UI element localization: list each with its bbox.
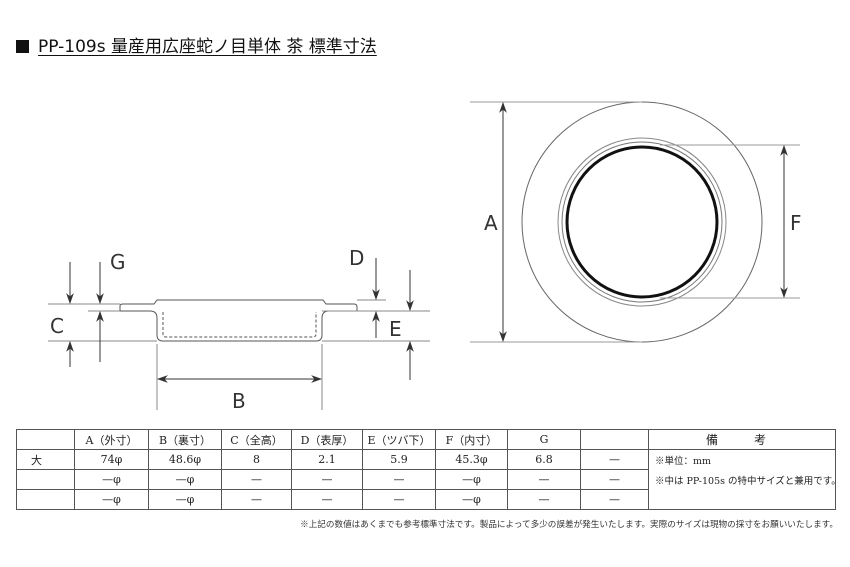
header-cell: A（外寸） — [74, 429, 149, 450]
dim-label-b: B — [232, 389, 246, 413]
title-square-icon — [16, 40, 29, 53]
table-cell: —φ — [435, 489, 508, 510]
table-cell: 8 — [221, 449, 292, 470]
row-label — [16, 469, 75, 490]
dimension-arrows — [66, 258, 414, 383]
row-label — [16, 489, 75, 510]
table-cell: — — [580, 489, 649, 510]
table-cell: —φ — [74, 489, 149, 510]
title-text: PP-109s 量産用広座蛇ノ目単体 茶 標準寸法 — [38, 37, 377, 57]
dim-label-d: D — [349, 246, 364, 270]
top-view-arrows — [499, 101, 788, 343]
table-cell: 5.9 — [362, 449, 436, 470]
footnote: ※上記の数値はあくまでも参考標準寸法です。製品によって多少の誤差が発生いたします… — [300, 520, 838, 530]
table-cell: — — [221, 489, 292, 510]
table-cell: 48.6φ — [148, 449, 222, 470]
header-cell-remarks: 備 考 — [648, 429, 836, 450]
table-cell: — — [507, 489, 581, 510]
table-row: 大 74φ 48.6φ 8 2.1 5.9 45.3φ 6.8 — ※単位：mm — [16, 449, 836, 470]
table-cell: — — [362, 489, 436, 510]
header-cell: E（ツバ下） — [362, 429, 436, 450]
table-cell: 74φ — [74, 449, 149, 470]
header-cell: B（裏寸） — [148, 429, 222, 450]
dimension-drawing: G C D E B A F — [48, 101, 802, 413]
table-row: —φ —φ — — — —φ — — — [16, 489, 836, 510]
header-cell: G — [507, 429, 581, 450]
top-view — [470, 101, 800, 343]
table-cell: — — [507, 469, 581, 490]
table-cell: —φ — [148, 469, 222, 490]
table-cell: 2.1 — [291, 449, 363, 470]
table-cell: — — [291, 489, 363, 510]
dim-label-g: G — [110, 250, 126, 274]
dim-label-c: C — [50, 314, 64, 338]
note-empty — [648, 489, 836, 510]
header-cell: D（表厚） — [291, 429, 363, 450]
table-cell: — — [221, 469, 292, 490]
table-row: —φ —φ — — — —φ — — ※中は PP-105s の特中サイズと兼用… — [16, 469, 836, 490]
spec-table: A（外寸） B（裏寸） C（全高） D（表厚） E（ツバ下） F（内寸） G 備… — [16, 429, 836, 510]
header-cell: C（全高） — [221, 429, 292, 450]
header-cell — [16, 429, 75, 450]
dim-label-a: A — [484, 211, 498, 235]
table-cell: — — [291, 469, 363, 490]
flange-outline — [119, 299, 358, 342]
note-compat: ※中は PP-105s の特中サイズと兼用です。 — [648, 469, 836, 490]
row-label: 大 — [16, 449, 75, 470]
dim-label-f: F — [790, 211, 802, 235]
table-cell: — — [580, 449, 649, 470]
table-cell: —φ — [435, 469, 508, 490]
table-cell: 45.3φ — [435, 449, 508, 470]
dim-label-e: E — [389, 317, 402, 341]
table-cell: 6.8 — [507, 449, 581, 470]
page-title: PP-109s 量産用広座蛇ノ目単体 茶 標準寸法 — [16, 37, 377, 57]
note-unit: ※単位：mm — [648, 449, 836, 470]
table-cell: —φ — [74, 469, 149, 490]
table-cell: — — [580, 469, 649, 490]
table-header-row: A（外寸） B（裏寸） C（全高） D（表厚） E（ツバ下） F（内寸） G 備… — [16, 429, 836, 450]
header-cell — [580, 429, 649, 450]
table-cell: — — [362, 469, 436, 490]
table-cell: —φ — [148, 489, 222, 510]
inner-hidden-line — [162, 312, 317, 338]
header-cell: F（内寸） — [435, 429, 508, 450]
